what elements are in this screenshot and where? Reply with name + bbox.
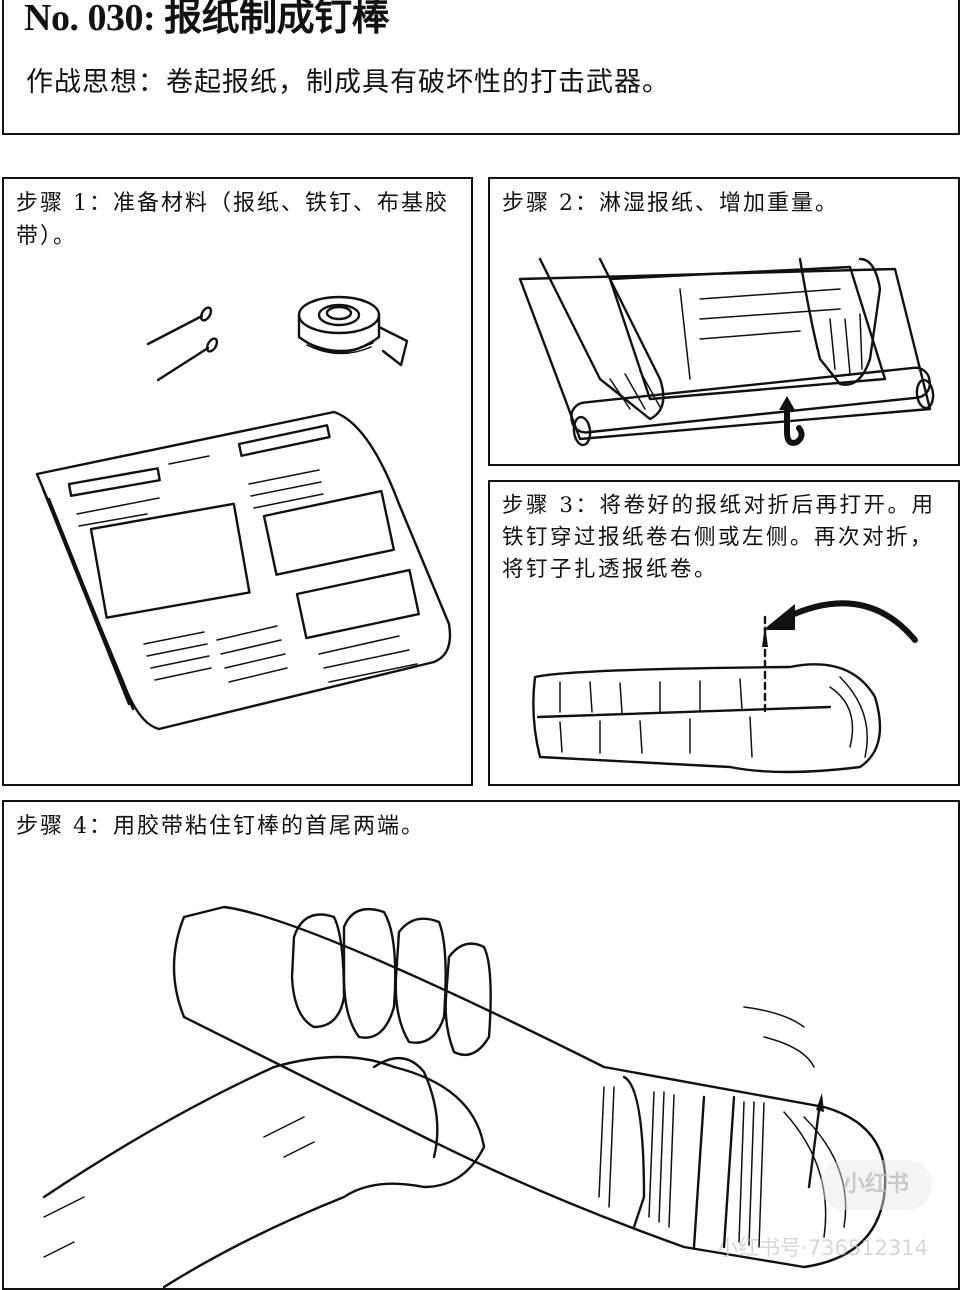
step-4-panel: 步骤 4：用胶带粘住钉棒的首尾两端。 小红书 小红书号·736512314: [2, 800, 960, 1290]
combat-concept: 作战思想：卷起报纸，制成具有破坏性的打击武器。: [26, 67, 670, 98]
watermark-logo: 小红书: [820, 1160, 932, 1210]
step-1-caption: 步骤 1：准备材料（报纸、铁钉、布基胶带）。: [16, 191, 449, 249]
step-2-caption: 步骤 2：淋湿报纸、增加重量。: [502, 191, 839, 216]
step-1-panel: 步骤 1：准备材料（报纸、铁钉、布基胶带）。: [2, 177, 473, 786]
step-4-caption: 步骤 4：用胶带粘住钉棒的首尾两端。: [16, 814, 425, 839]
watermark-text: 小红书号·736512314: [717, 1236, 928, 1260]
step-3-caption: 步骤 3：将卷好的报纸对折后再打开。用铁钉穿过报纸卷右侧或左侧。再次对折，将钉子…: [502, 493, 936, 582]
nails-icon: [146, 306, 219, 382]
step-2-panel: 步骤 2：淋湿报纸、增加重量。: [488, 177, 960, 466]
hands-rolling-newspaper: [518, 257, 935, 447]
tape-roll-icon: [297, 295, 409, 367]
step-3-panel: 步骤 3：将卷好的报纸对折后再打开。用铁钉穿过报纸卷右侧或左侧。再次对折，将钉子…: [488, 480, 960, 786]
fold-arrow-icon: [763, 600, 918, 643]
newspaper-icon: [35, 410, 452, 731]
page-title: No. 030: 报纸制成钉棒: [24, 0, 390, 39]
hand-gripping-club: [42, 905, 887, 1289]
folded-newspaper-roll: [532, 615, 882, 774]
roll-direction-arrow-icon: [779, 396, 805, 446]
header-box: No. 030: 报纸制成钉棒 作战思想：卷起报纸，制成具有破坏性的打击武器。: [2, 0, 960, 135]
